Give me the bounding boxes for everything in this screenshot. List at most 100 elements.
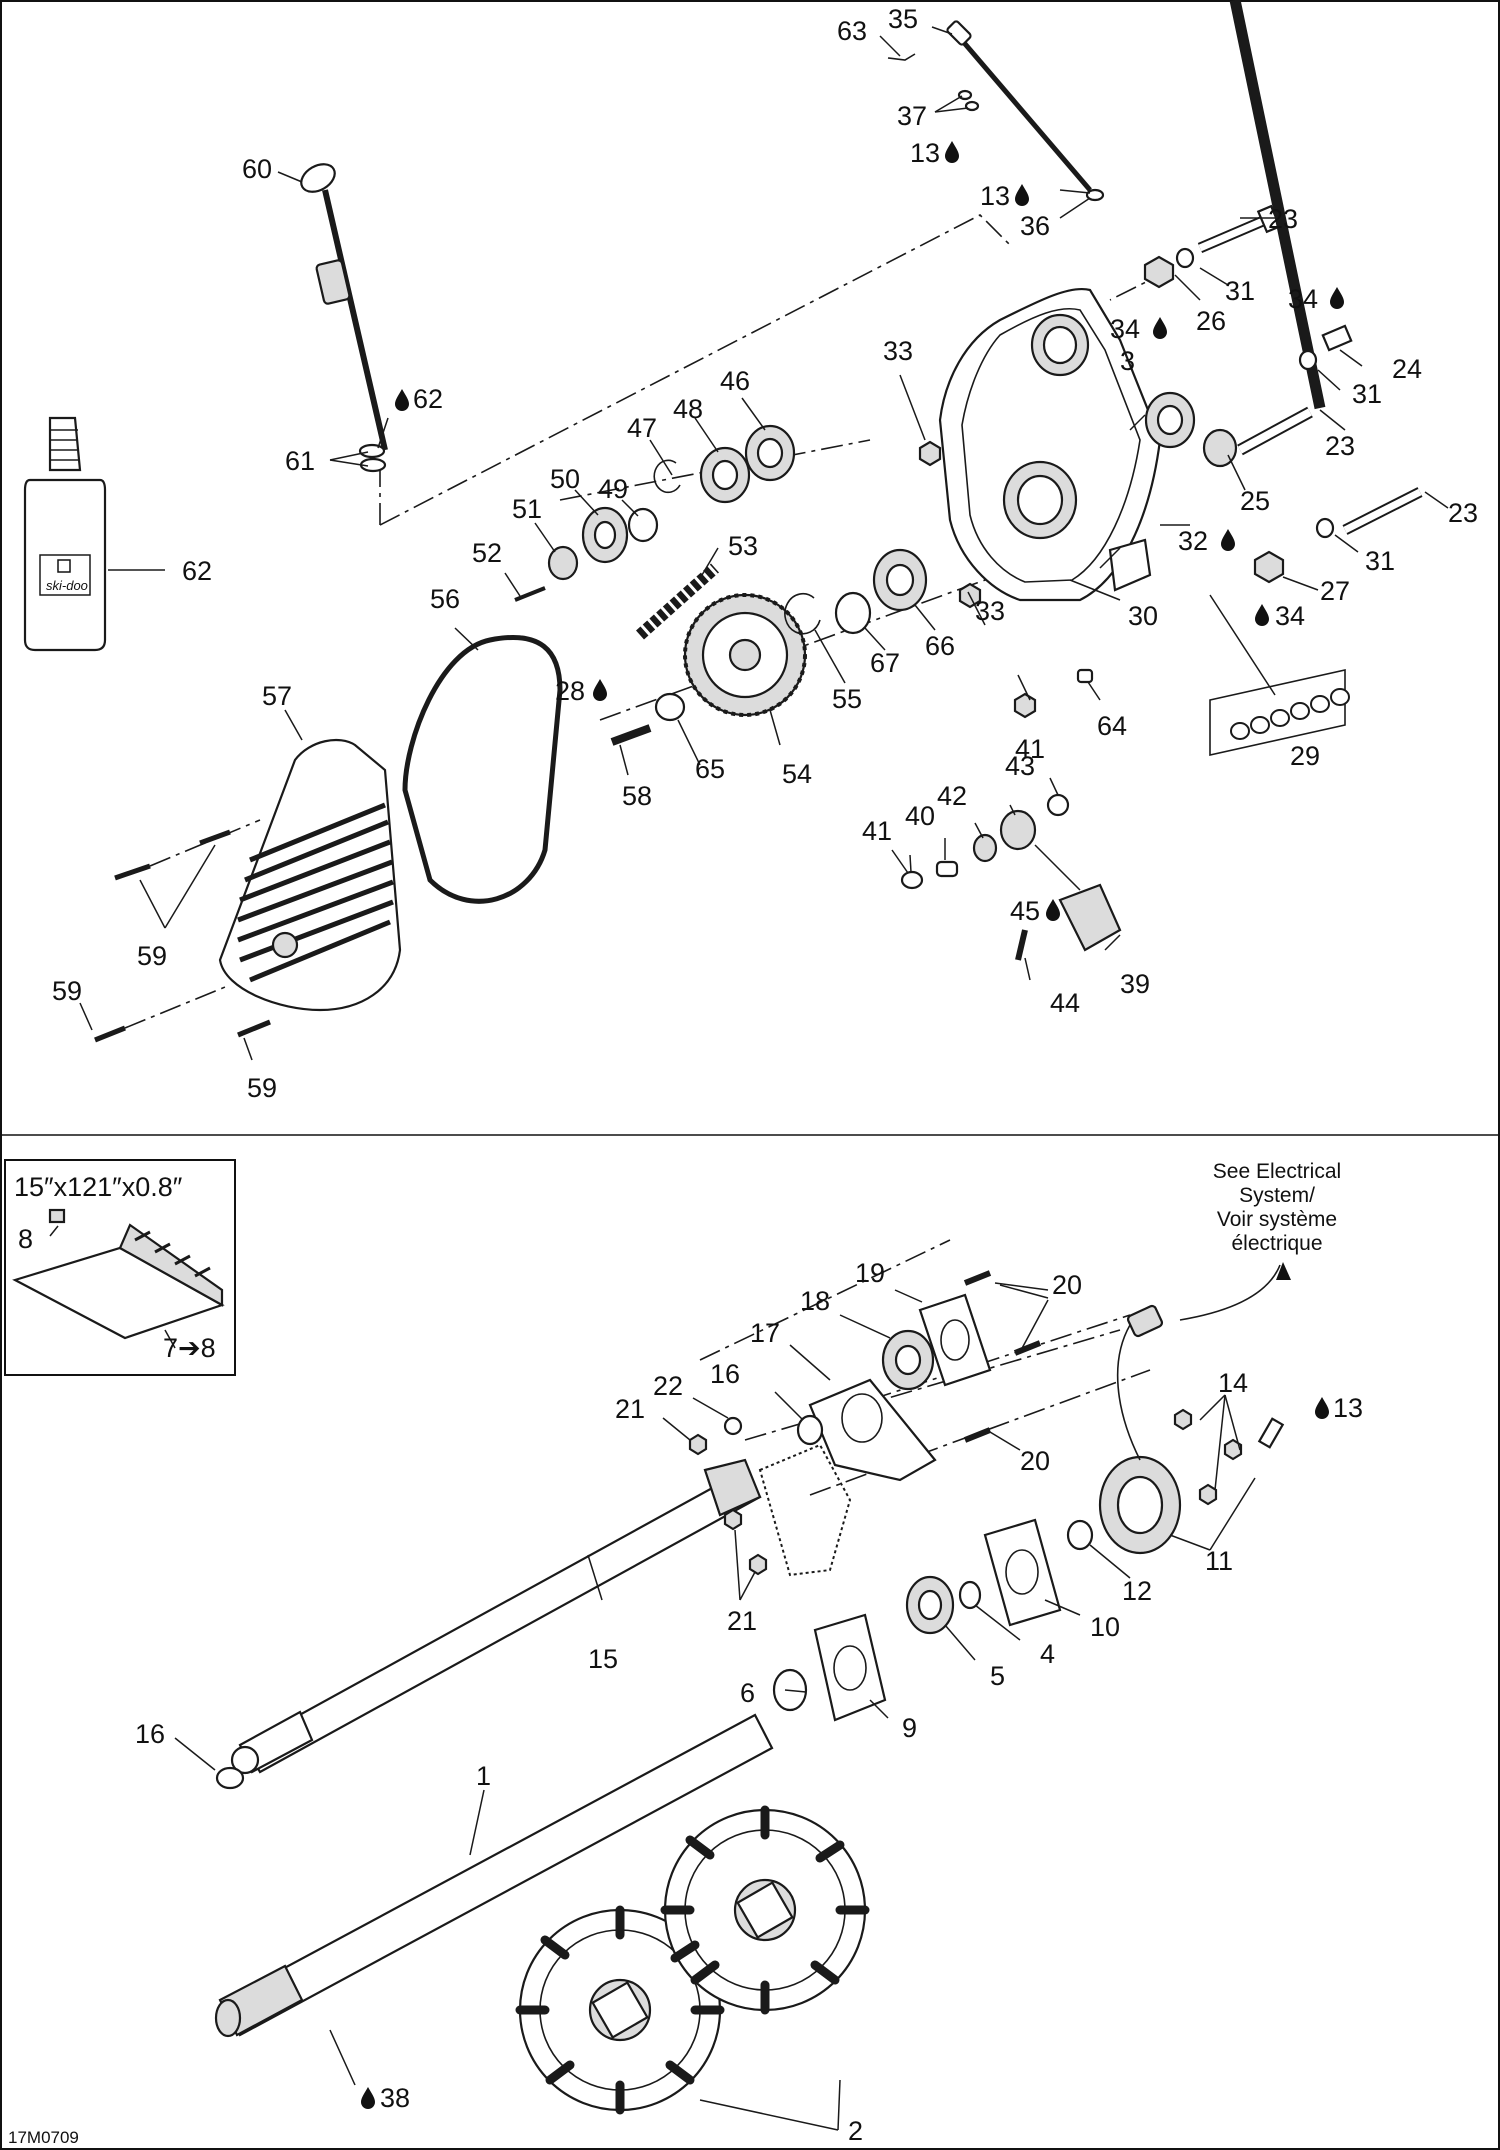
callout-49: 49	[598, 474, 628, 504]
callout-12: 12	[1122, 1576, 1152, 1606]
bolt-59a	[114, 863, 151, 881]
shim-box-29	[1209, 669, 1346, 756]
tensioner-51	[547, 545, 579, 581]
callout-3: 3	[1120, 346, 1135, 376]
callout-30: 30	[1128, 601, 1158, 631]
nut-14a	[1173, 1408, 1193, 1431]
nut-26	[1143, 255, 1175, 289]
sensor-wire	[1116, 1324, 1141, 1461]
callout-59b: 59	[52, 976, 82, 1006]
chain-53	[636, 563, 719, 640]
bearing-plate-9	[813, 1613, 887, 1722]
bolt-52	[514, 586, 546, 602]
callout-42: 42	[937, 781, 967, 811]
oil-bottle-62: ski-doo	[23, 416, 107, 652]
callout-65: 65	[695, 754, 725, 784]
callout-45: 45	[1010, 896, 1040, 926]
callout-63: 63	[837, 16, 867, 46]
callout-13b: 13	[980, 181, 1010, 211]
oil-drop-icon	[1330, 287, 1344, 309]
callout-39: 39	[1120, 969, 1150, 999]
drive-axle-group	[214, 1239, 1291, 2115]
callout-58: 58	[622, 781, 652, 811]
shaft-15	[243, 1468, 762, 1774]
callout-2: 2	[848, 2116, 863, 2146]
callout-31c: 31	[1365, 546, 1395, 576]
callout-66: 66	[925, 631, 955, 661]
callout-59a: 59	[137, 941, 167, 971]
washer-31-upper	[1175, 247, 1195, 269]
clip-36	[1085, 188, 1105, 202]
callout-40: 40	[905, 801, 935, 831]
callout-24: 24	[1392, 354, 1422, 384]
nut-21-upper	[688, 1433, 708, 1456]
callout-27: 27	[1320, 576, 1350, 606]
callout-56: 56	[430, 584, 460, 614]
nut-21-lower-a	[723, 1508, 743, 1531]
oring-16-upper	[796, 1414, 824, 1446]
dowel-64	[1076, 668, 1094, 684]
callout-23c: 23	[1448, 498, 1478, 528]
callout-33b: 33	[975, 596, 1005, 626]
dipstick-60	[322, 189, 388, 451]
track-size: 15″x121″x0.8″	[14, 1172, 183, 1202]
bottle-brand: ski-doo	[46, 578, 88, 593]
callout-47: 47	[627, 413, 657, 443]
note-line-4: électrique	[1231, 1232, 1322, 1255]
callout-31b: 31	[1352, 379, 1382, 409]
oil-drop-icon	[395, 389, 409, 411]
oring-16-lower	[215, 1766, 245, 1790]
callout-61: 61	[285, 446, 315, 476]
callout-34c: 34	[1275, 601, 1305, 631]
oil-drop-icon	[593, 679, 607, 701]
callout-43: 43	[1005, 751, 1035, 781]
callout-25: 25	[1240, 486, 1270, 516]
callout-67: 67	[870, 648, 900, 678]
rod-head-35	[946, 20, 972, 46]
bearing-flange-19	[918, 1293, 992, 1387]
note-line-3: Voir système	[1217, 1208, 1337, 1231]
assembly-line	[744, 1329, 1121, 1441]
callout-37: 37	[897, 101, 927, 131]
housing-mount-tab	[1108, 538, 1152, 592]
bolt-58	[610, 724, 652, 746]
callout-34b: 34	[1288, 284, 1318, 314]
retainer-10	[983, 1518, 1062, 1627]
callout-7-to-8: 7➔8	[163, 1333, 216, 1363]
washer-65	[654, 692, 686, 722]
callout-1: 1	[476, 1761, 491, 1791]
washer-31-lower	[1315, 517, 1335, 539]
callout-57: 57	[262, 681, 292, 711]
callout-20b: 20	[1020, 1446, 1050, 1476]
callout-52: 52	[472, 538, 502, 568]
electrical-note: See Electrical System/ Voir système élec…	[1213, 1160, 1341, 1255]
washer-41a	[900, 870, 924, 890]
spacer-49	[627, 507, 659, 543]
bolt-44	[1015, 929, 1028, 961]
track-inset-callouts: 8 7➔8	[18, 1224, 216, 1363]
bearing-42	[972, 833, 998, 863]
callout-55: 55	[832, 684, 862, 714]
callout-44: 44	[1050, 988, 1080, 1018]
ring-4	[958, 1580, 982, 1610]
gasket-56	[402, 634, 563, 904]
leader-lines	[49, 26, 1449, 2131]
bolt-20b	[1013, 1340, 1042, 1356]
roller-43	[999, 809, 1037, 851]
bolt-59d	[237, 1019, 271, 1038]
callout-13: 13	[1333, 1393, 1363, 1423]
callout-31a: 31	[1225, 276, 1255, 306]
track-clip-8	[48, 1208, 66, 1224]
callout-35: 35	[888, 4, 918, 34]
sensor-ring-12	[1066, 1519, 1094, 1551]
bolt-24	[1321, 324, 1353, 352]
spacer-40	[935, 860, 959, 878]
callout-10: 10	[1090, 1612, 1120, 1642]
oil-drop-icon	[945, 141, 959, 163]
callout-46: 46	[720, 366, 750, 396]
callout-26: 26	[1196, 306, 1226, 336]
track-inset: 15″x121″x0.8″	[4, 1159, 236, 1376]
nut-21-lower-b	[748, 1553, 768, 1576]
